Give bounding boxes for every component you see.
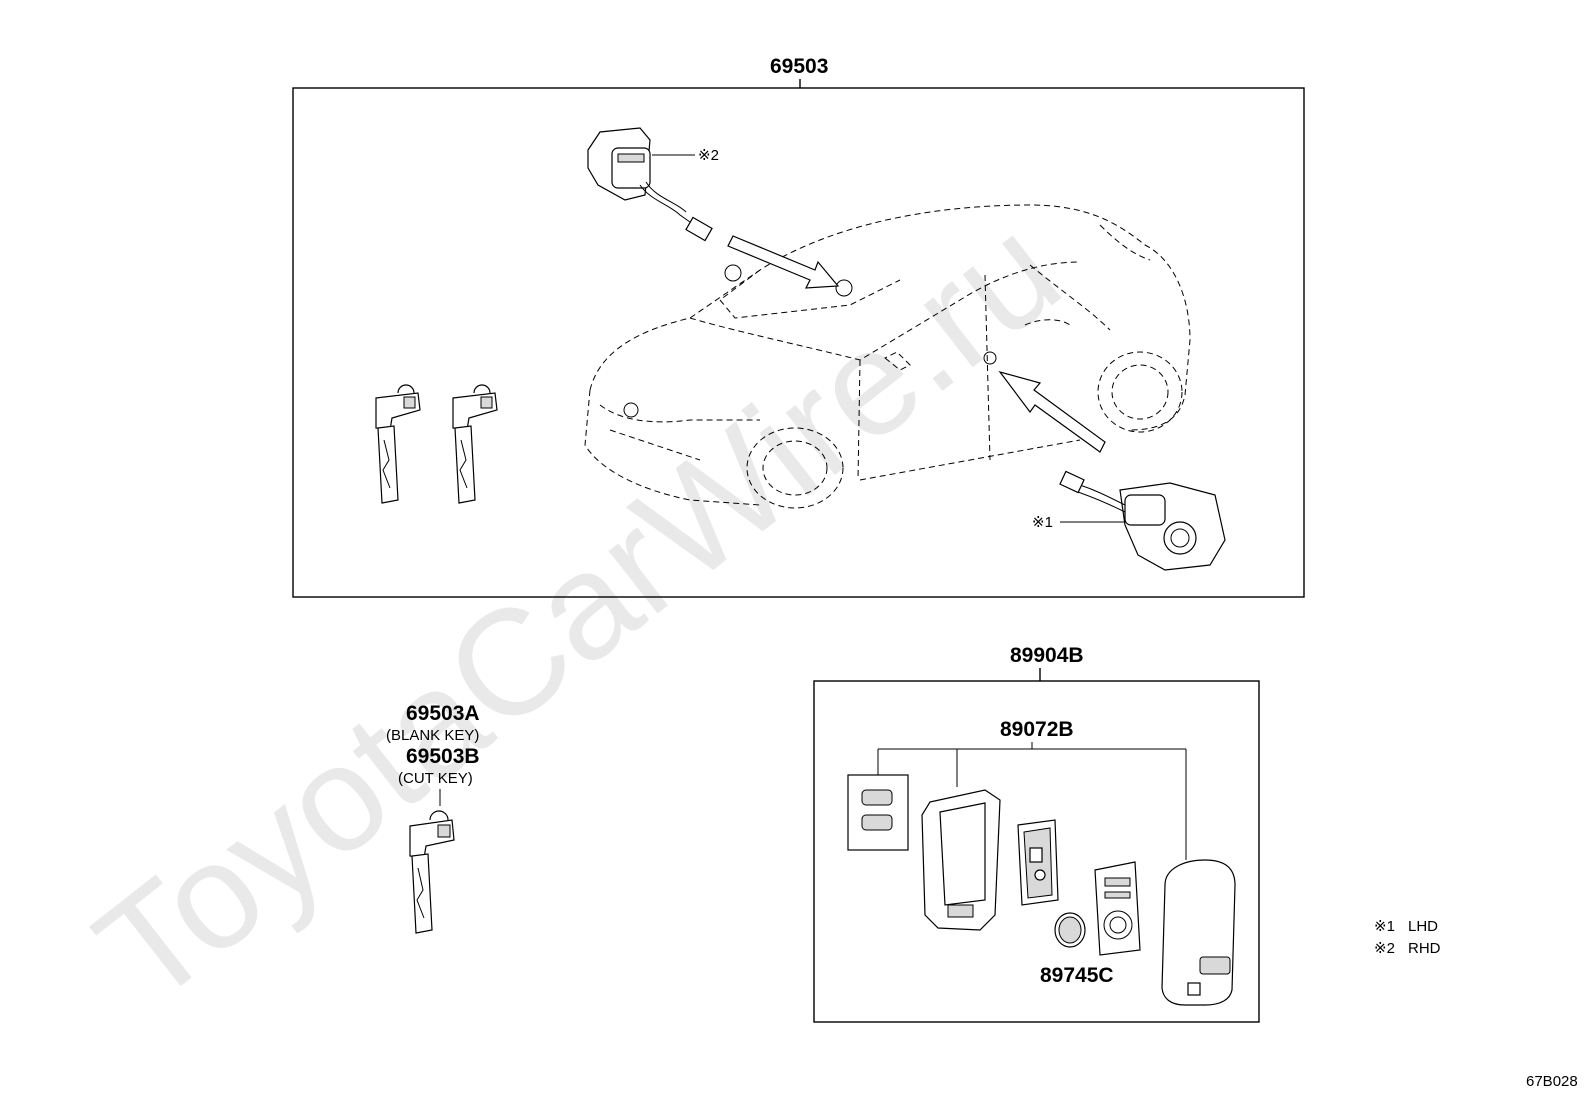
legend-text-1: LHD (1408, 918, 1438, 935)
legend-mark-2: ※2 (1374, 940, 1395, 957)
cut-key-part-number[interactable]: 69503B (406, 745, 480, 768)
battery[interactable] (1054, 912, 1086, 948)
transmitter-part-number[interactable]: 89072B (1000, 718, 1074, 741)
arrow-to-ignition (727, 235, 840, 289)
door-lock-cylinder[interactable] (1059, 470, 1226, 571)
ref2-marker: ※2 (698, 147, 719, 164)
transmitter-clip-parts[interactable] (847, 774, 909, 851)
arrow-to-door (998, 370, 1106, 453)
transmitter-cover-plate[interactable] (1094, 861, 1141, 956)
cut-key-description: (CUT KEY) (398, 770, 473, 787)
main-set-box (292, 87, 1305, 598)
key-2[interactable] (452, 384, 498, 504)
main-set-part-number[interactable]: 69503 (770, 55, 828, 78)
diagram-code: 67B028 (1526, 1073, 1578, 1090)
ignition-cylinder[interactable] (587, 127, 713, 242)
remote-set-box (813, 680, 1260, 1023)
transmitter-housing[interactable] (921, 789, 1001, 931)
legend-mark-1: ※1 (1374, 918, 1395, 935)
blank-key-description: (BLANK KEY) (386, 727, 479, 744)
key-1[interactable] (375, 384, 421, 504)
ref1-marker: ※1 (1032, 514, 1053, 531)
transmitter-circuit-board[interactable] (1017, 819, 1059, 906)
battery-part-number[interactable]: 89745C (1040, 964, 1114, 987)
blank-key-part-number[interactable]: 69503A (406, 702, 480, 725)
key-fob-shell[interactable] (1161, 859, 1236, 1006)
car-illustration (584, 204, 1191, 509)
remote-set-part-number[interactable]: 89904B (1010, 644, 1084, 667)
legend-text-2: RHD (1408, 940, 1441, 957)
single-key[interactable] (409, 810, 455, 934)
